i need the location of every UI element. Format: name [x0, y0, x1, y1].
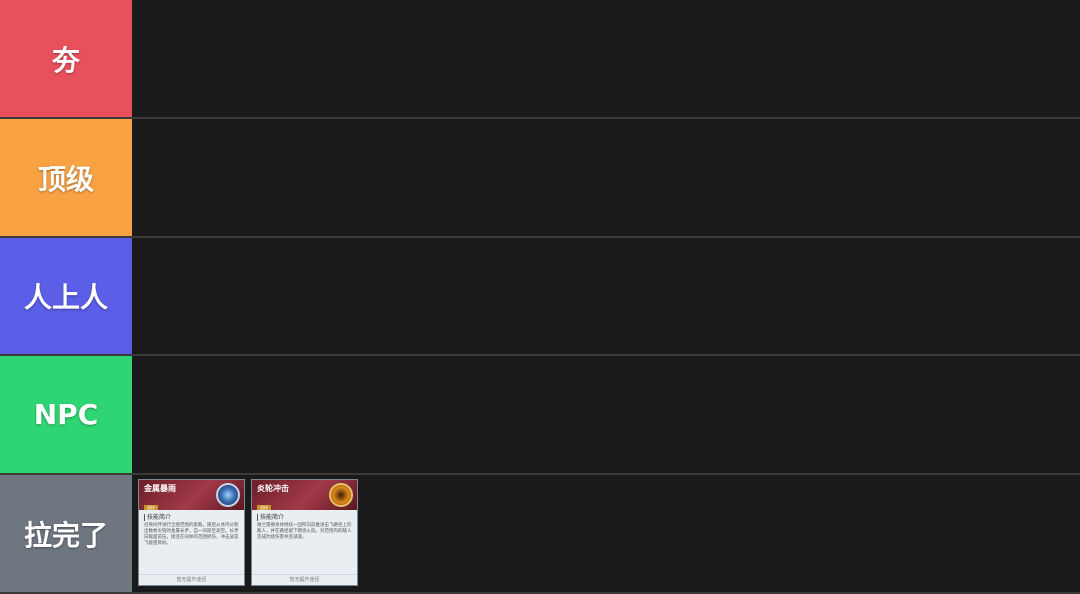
tier-items-dropzone[interactable]: 金属暴雨 战技 技能简介 召唤同伴进行全图范围的索敌，随后从体内分裂出数枚尖锐的…	[134, 475, 1080, 592]
tier-items-dropzone[interactable]	[134, 119, 1080, 236]
card-description: 格兰雷德身体继续一团所向前推进击飞路径上的敌人，并在路径留下燃烧火焰，对范围内的…	[257, 523, 352, 540]
card-header: 金属暴雨 战技	[139, 480, 244, 510]
tier-row-5: 拉完了 金属暴雨 战技 技能简介 召唤同伴进行全图范围的索敌，随后从体内分裂出数…	[0, 475, 1080, 594]
tier-items-dropzone[interactable]	[134, 238, 1080, 354]
card-footer: 暂无提升途径	[139, 574, 244, 585]
card-title: 金属暴雨	[144, 484, 176, 493]
tier-items-dropzone[interactable]	[134, 0, 1080, 117]
skill-card[interactable]: 炎轮冲击 战技 技能简介 格兰雷德身体继续一团所向前推进击飞路径上的敌人，并在路…	[251, 479, 358, 586]
tier-label[interactable]: NPC	[0, 356, 134, 473]
flame-wheel-icon	[329, 483, 353, 507]
tier-label[interactable]: 拉完了	[0, 475, 134, 592]
tier-row-2: 顶级	[0, 119, 1080, 238]
skill-card[interactable]: 金属暴雨 战技 技能简介 召唤同伴进行全图范围的索敌，随后从体内分裂出数枚尖锐的…	[138, 479, 245, 586]
tier-row-3: 人上人	[0, 238, 1080, 356]
card-tag: 战技	[144, 505, 158, 510]
tier-label[interactable]: 人上人	[0, 238, 134, 354]
tier-label[interactable]: 顶级	[0, 119, 134, 236]
card-title: 炎轮冲击	[257, 484, 289, 493]
tier-row-1: 夯	[0, 0, 1080, 119]
tier-row-4: NPC	[0, 356, 1080, 475]
card-header: 炎轮冲击 战技	[252, 480, 357, 510]
card-description: 召唤同伴进行全图范围的索敌，随后从体内分裂出数枚尖锐的金属长矛，自一同跃至高空。…	[144, 523, 239, 546]
card-tag: 战技	[257, 505, 271, 510]
tier-label[interactable]: 夯	[0, 0, 134, 117]
card-section-title: 技能简介	[144, 514, 239, 521]
card-body: 技能简介 格兰雷德身体继续一团所向前推进击飞路径上的敌人，并在路径留下燃烧火焰，…	[252, 510, 357, 574]
card-body: 技能简介 召唤同伴进行全图范围的索敌，随后从体内分裂出数枚尖锐的金属长矛，自一同…	[139, 510, 244, 574]
card-footer: 暂无提升途径	[252, 574, 357, 585]
tier-items-dropzone[interactable]	[134, 356, 1080, 473]
metal-burst-icon	[216, 483, 240, 507]
card-section-title: 技能简介	[257, 514, 352, 521]
